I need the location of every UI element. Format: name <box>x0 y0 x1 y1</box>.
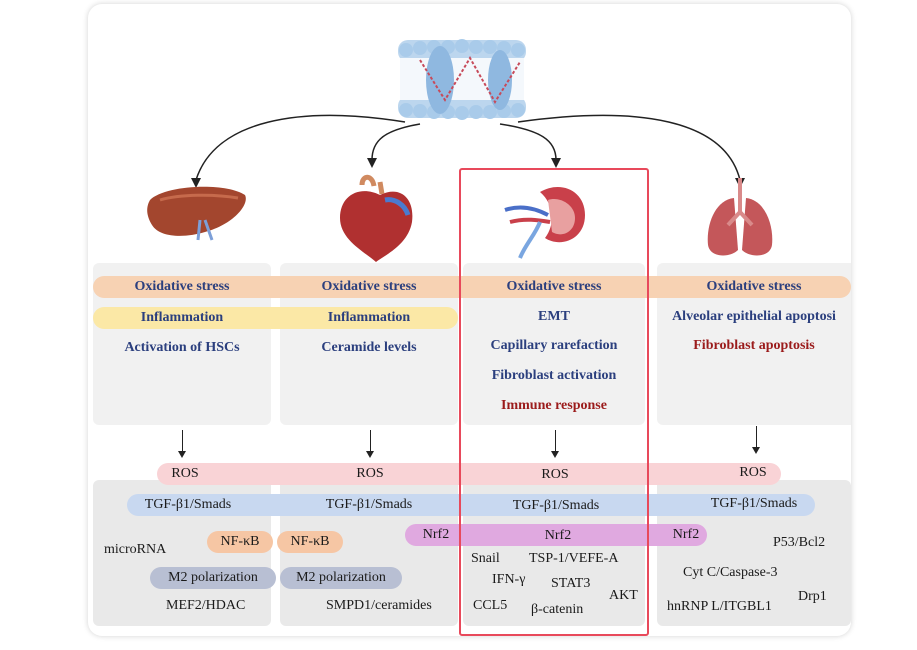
ros-band <box>157 463 781 485</box>
kidney-lower-item: CCL5 <box>473 598 508 613</box>
heart-lower-item: SMPD1/ceramides <box>326 598 432 613</box>
kidney-line-4: Fibroblast activation <box>491 368 617 383</box>
kidney-line-3: Capillary rarefaction <box>490 338 618 353</box>
nfkb-pill-heart: NF-κB <box>277 531 343 553</box>
down-arrow-icon <box>366 430 374 458</box>
nrf2-label-heart: Nrf2 <box>422 527 450 542</box>
nrf2-label-lung: Nrf2 <box>672 527 700 542</box>
kidney-line-1: Oxidative stress <box>506 279 602 294</box>
kidney-highlight-box <box>459 168 649 636</box>
tgf-label-lung: TGF-β1/Smads <box>710 496 798 511</box>
kidney-lower-item: IFN-γ <box>492 572 526 587</box>
tgf-label-liver: TGF-β1/Smads <box>144 497 232 512</box>
lungs-icon <box>707 178 773 256</box>
kidney-lower-item: β-catenin <box>531 602 584 617</box>
liver-lower-item: MEF2/HDAC <box>166 598 246 613</box>
cell-membrane-icon <box>398 39 526 120</box>
down-arrow-icon <box>752 426 760 454</box>
kidney-lower-item: STAT3 <box>551 576 591 591</box>
heart-icon <box>340 174 413 262</box>
down-arrow-icon <box>551 430 559 458</box>
heart-line-1: Oxidative stress <box>321 279 417 294</box>
nrf2-label-kidney: Nrf2 <box>544 528 572 543</box>
lung-lower-item: P53/Bcl2 <box>773 535 826 550</box>
m2-pill-liver: M2 polarization <box>150 567 276 589</box>
kidney-lower-item: TSP-1/VEFE-A <box>529 551 619 566</box>
kidney-lower-item: Snail <box>471 551 500 566</box>
ros-label-heart: ROS <box>356 466 384 481</box>
ros-label-kidney: ROS <box>541 467 569 482</box>
kidney-line-2: EMT <box>538 309 570 324</box>
liver-line-2: Inflammation <box>140 310 224 325</box>
tgf-band <box>127 494 815 516</box>
heart-line-3: Ceramide levels <box>321 340 417 355</box>
m2-pill-heart: M2 polarization <box>280 567 402 589</box>
liver-lower-item: microRNA <box>104 542 167 557</box>
inflammation-band <box>93 307 458 329</box>
lung-line-3: Fibroblast apoptosis <box>693 338 815 353</box>
heart-line-2: Inflammation <box>327 310 411 325</box>
lung-lower-item: hnRNP L/ITGBL1 <box>667 599 772 614</box>
nfkb-pill-liver: NF-κB <box>207 531 273 553</box>
oxidative-stress-band <box>93 276 851 298</box>
lung-lower-item: Drp1 <box>798 589 827 604</box>
kidney-icon <box>504 186 585 259</box>
lung-lower-item: Cyt C/Caspase-3 <box>683 565 778 580</box>
lung-line-2: Alveolar epithelial apoptosi <box>672 309 836 324</box>
kidney-lower-item: AKT <box>609 588 638 603</box>
ros-label-lung: ROS <box>739 465 767 480</box>
liver-icon <box>147 186 246 241</box>
liver-line-1: Oxidative stress <box>134 279 230 294</box>
down-arrow-icon <box>178 430 186 458</box>
ros-label-liver: ROS <box>171 466 199 481</box>
tgf-label-heart: TGF-β1/Smads <box>325 497 413 512</box>
tgf-label-kidney: TGF-β1/Smads <box>512 498 600 513</box>
nrf2-band <box>405 524 707 546</box>
liver-line-3: Activation of HSCs <box>124 340 240 355</box>
kidney-line-5: Immune response <box>501 398 607 413</box>
lung-line-1: Oxidative stress <box>706 279 802 294</box>
